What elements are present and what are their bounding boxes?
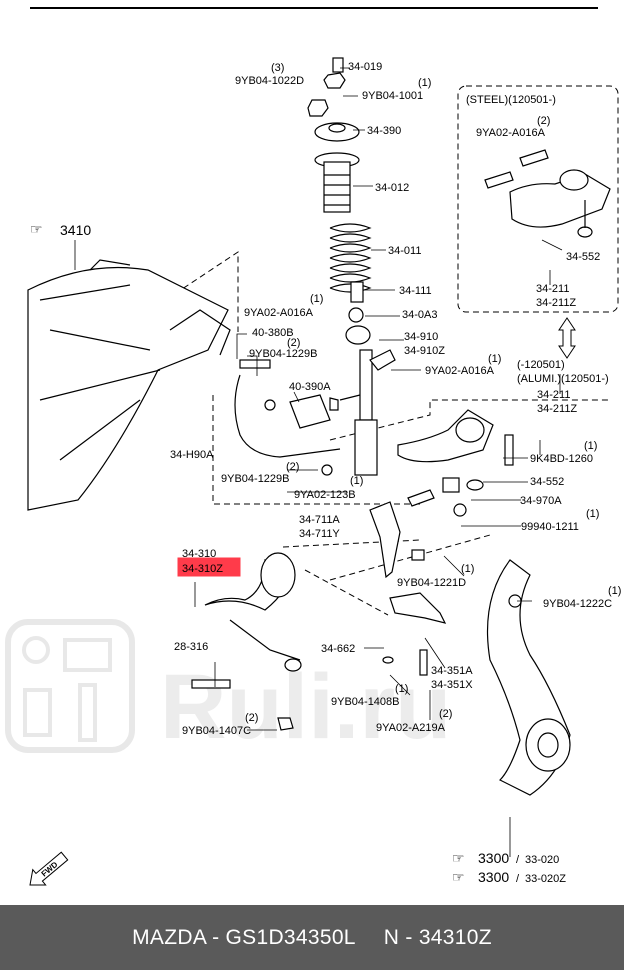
label-34-211: 34-211 xyxy=(536,283,569,295)
label-120501: (-120501) xyxy=(517,359,565,371)
ref-3300-icon[interactable]: ☞ xyxy=(452,869,465,885)
qty-label: (2) xyxy=(245,712,258,724)
steering-knuckle xyxy=(486,559,571,796)
label-34-351x: 34-351X xyxy=(431,679,473,691)
label-34-310: 34-310 xyxy=(182,548,216,560)
footer-bar: MAZDA - GS1D34350L N - 34310Z xyxy=(0,905,624,970)
steel-variant-frame xyxy=(457,85,619,313)
lower-arm xyxy=(191,552,302,731)
label-40-390a: 40-390A xyxy=(289,381,331,393)
label-34-211: 34-211 xyxy=(537,389,570,401)
qty-label: (2) xyxy=(537,115,550,127)
label-9yb04-1408b: 9YB04-1408B xyxy=(331,696,400,708)
label-steel-variant: (STEEL)(120501-) xyxy=(466,94,556,106)
label-9yb04-1001: 9YB04-1001 xyxy=(362,90,423,102)
label-34-552: 34-552 xyxy=(566,251,600,263)
qty-label: (1) xyxy=(461,563,474,575)
label-9ya02-a016a: 9YA02-A016A xyxy=(476,127,546,139)
ref-3410-icon[interactable]: ☞ xyxy=(30,221,43,237)
label-34-910z: 34-910Z xyxy=(404,345,445,357)
ref-3300[interactable]: 3300 xyxy=(478,869,509,885)
label-40-380b: 40-380B xyxy=(252,327,294,339)
labels: ☞ 3410 34-019 (3) 9YB04-1022D (1) 9YB04-… xyxy=(29,61,621,886)
qty-label: (1) xyxy=(350,475,363,487)
label-28-316: 28-316 xyxy=(174,641,208,653)
qty-label: (1) xyxy=(586,508,599,520)
qty-label: (3) xyxy=(271,62,284,74)
label-34-211z: 34-211Z xyxy=(537,403,577,415)
qty-label: (2) xyxy=(439,708,452,720)
qty-label: (1) xyxy=(395,683,408,695)
label-34-970a: 34-970A xyxy=(520,495,562,507)
label-34-211z: 34-211Z xyxy=(536,297,576,309)
label-9ya02-a016a: 9YA02-A016A xyxy=(425,365,495,377)
label-34-351a: 34-351A xyxy=(431,665,473,677)
qty-label: (1) xyxy=(488,353,501,365)
ref-3410[interactable]: 3410 xyxy=(60,222,91,238)
strut-assembly xyxy=(307,57,396,476)
qty-label: (1) xyxy=(608,585,621,597)
label-9ya02-123b: 9YA02-123B xyxy=(294,489,356,501)
parts-diagram: Ruli.ru xyxy=(5,7,621,886)
label-9yb04-1222c: 9YB04-1222C xyxy=(543,598,612,610)
qty-label: (1) xyxy=(418,77,431,89)
footer-brand-part: MAZDA - GS1D34350L xyxy=(132,925,356,949)
label-34-310z: 34-310Z xyxy=(182,563,223,575)
label-33-020z: / xyxy=(516,873,520,885)
label-34-012: 34-012 xyxy=(375,182,409,194)
label-34-552: 34-552 xyxy=(530,476,564,488)
qty-label: (1) xyxy=(584,440,597,452)
ref-3300[interactable]: 3300 xyxy=(478,850,509,866)
label-alumi-variant: (ALUMI.)(120501-) xyxy=(517,373,609,385)
label-9k4bd-1260: 9K4BD-1260 xyxy=(530,453,593,465)
label-33-020: 33-020 xyxy=(525,854,559,866)
upper-arm-alumi xyxy=(397,409,514,517)
label-34-111: 34-111 xyxy=(399,285,432,297)
stabilizer-bar xyxy=(234,359,341,476)
label-33-020z: 33-020Z xyxy=(525,873,566,885)
watermark: Ruli.ru xyxy=(5,619,451,758)
ref-3300-icon[interactable]: ☞ xyxy=(452,850,465,866)
label-9yb04-1022d: 9YB04-1022D xyxy=(235,75,304,87)
label-34-390: 34-390 xyxy=(367,125,401,137)
label-34-0a3: 34-0A3 xyxy=(402,309,437,321)
label-34-011: 34-011 xyxy=(388,245,421,257)
label-9yb04-1229b: 9YB04-1229B xyxy=(221,473,290,485)
fwd-arrow-icon: FWD xyxy=(29,851,69,886)
watermark-text: Ruli.ru xyxy=(160,656,451,758)
link-and-bracket xyxy=(369,501,447,676)
label-34-711a: 34-711A xyxy=(299,514,340,526)
label-9ya02-a016a: 9YA02-A016A xyxy=(244,307,314,319)
leader-lines xyxy=(74,67,563,857)
qty-label: (2) xyxy=(286,461,299,473)
highlight-box xyxy=(177,557,241,577)
label-34-019: 34-019 xyxy=(348,61,382,73)
label-9yb04-1407c: 9YB04-1407C xyxy=(182,725,251,737)
subframe xyxy=(27,259,231,511)
label-34-711y: 34-711Y xyxy=(299,528,340,540)
label-99940-1211: 99940-1211 xyxy=(521,521,579,533)
label-9yb04-1221d: 9YB04-1221D xyxy=(397,577,466,589)
label-9ya02-a219a: 9YA02-A219A xyxy=(376,722,446,734)
label-34-662: 34-662 xyxy=(321,643,355,655)
footer-alt-part: N - 34310Z xyxy=(383,925,492,949)
qty-label: (2) xyxy=(287,337,300,349)
label-9yb04-1229b: 9YB04-1229B xyxy=(249,348,318,360)
label-34-h90a: 34-H90A xyxy=(170,449,214,461)
label-33-020: / xyxy=(516,854,520,866)
variant-arrow-icon xyxy=(558,317,576,359)
label-34-910: 34-910 xyxy=(404,331,438,343)
qty-label: (1) xyxy=(310,293,323,305)
upper-arm-steel xyxy=(484,149,611,238)
